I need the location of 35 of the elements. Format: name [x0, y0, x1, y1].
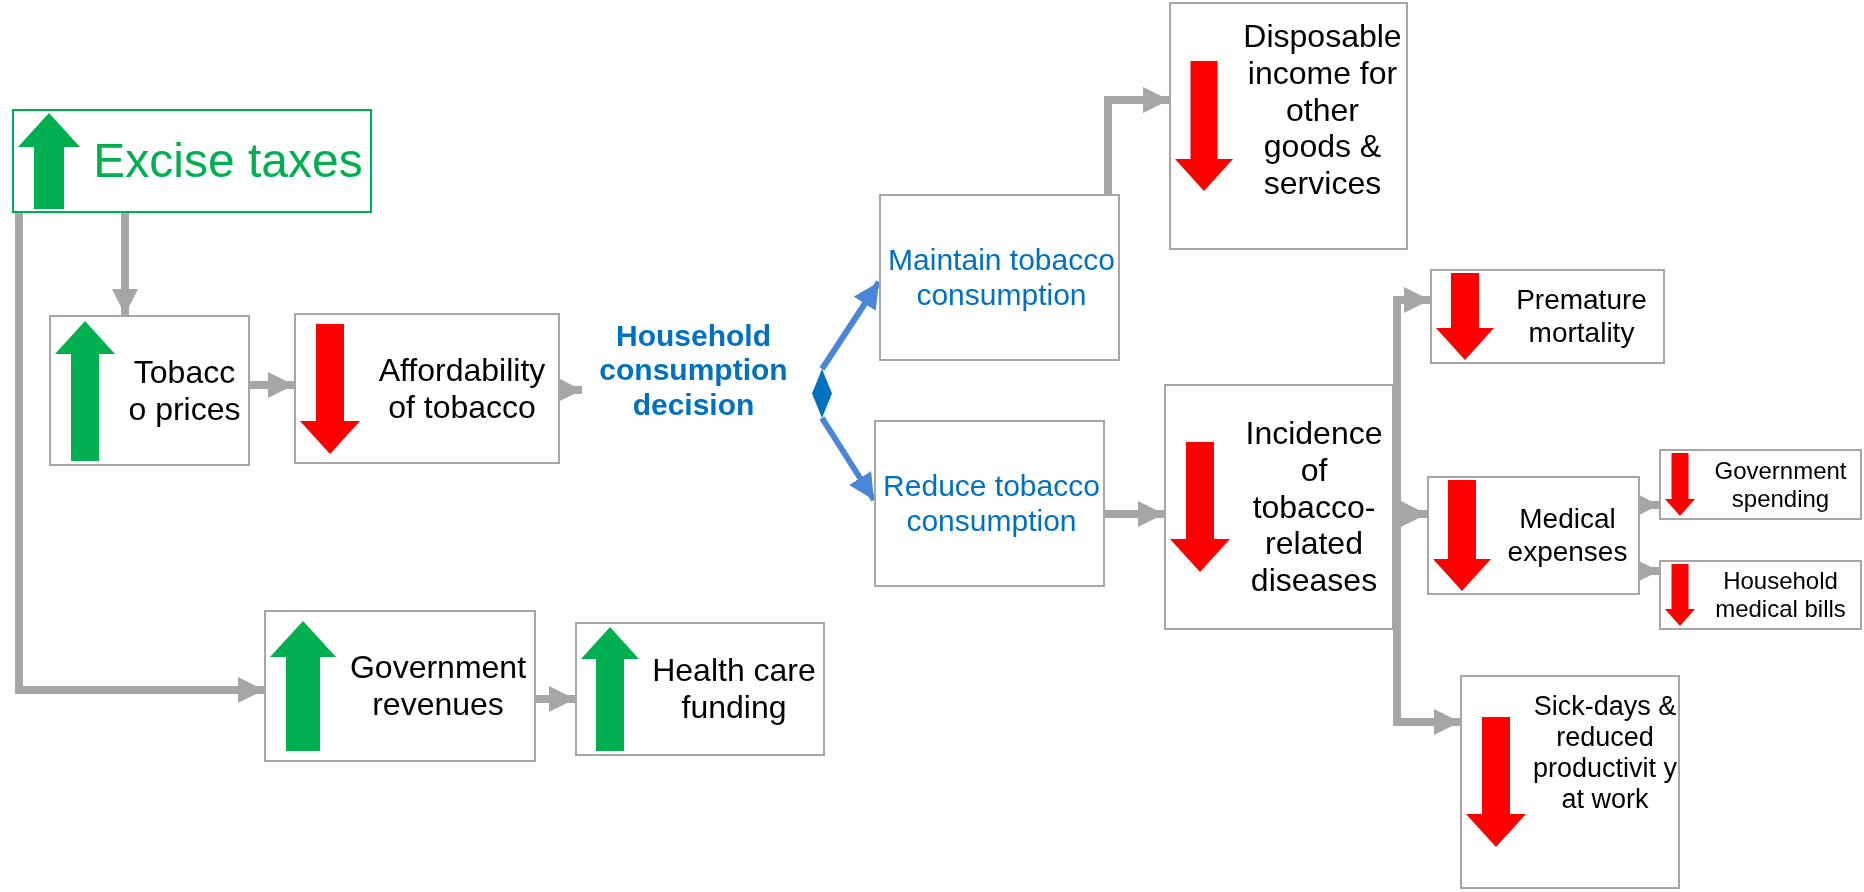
process-box	[12, 109, 372, 213]
process-box	[264, 610, 536, 762]
arrow	[250, 372, 294, 398]
box-label: Excise taxes	[93, 133, 363, 189]
box-label: Incidence of tobacco-related diseases	[1244, 415, 1384, 599]
process-box	[1659, 449, 1862, 520]
box-label: Affordability of tobacco	[377, 351, 547, 426]
process-box	[1430, 269, 1665, 364]
process-box	[1460, 675, 1680, 889]
arrow	[1105, 501, 1164, 527]
box-label: Government spending	[1713, 456, 1848, 513]
process-box	[1659, 560, 1862, 630]
process-box	[294, 313, 560, 464]
decision-label: Household consumption decision	[582, 307, 805, 434]
arrow	[15, 213, 264, 703]
box-label: Health care funding	[651, 652, 817, 726]
arrow	[1104, 87, 1169, 194]
box-label: Sick-days & reduced productivit y at work	[1532, 691, 1678, 816]
process-box	[1427, 476, 1640, 595]
box-label: Premature mortality	[1515, 284, 1648, 349]
process-box	[879, 194, 1120, 361]
box-label: Tobacc o prices	[127, 353, 242, 428]
box-label: Disposable income for other goods & services	[1242, 18, 1403, 202]
process-box	[49, 315, 250, 466]
box-label: Household medical bills	[1714, 567, 1847, 623]
arrow	[536, 686, 575, 712]
process-box	[575, 622, 825, 756]
arrow	[112, 213, 138, 315]
box-label: Maintain tobacco consumption	[887, 243, 1116, 312]
process-box	[874, 420, 1105, 587]
box-label: Government revenues	[348, 649, 528, 723]
box-label: Medical expenses	[1506, 503, 1629, 568]
process-box	[1169, 2, 1408, 250]
box-label: Reduce tobacco consumption	[882, 469, 1101, 538]
process-box	[1164, 384, 1394, 630]
